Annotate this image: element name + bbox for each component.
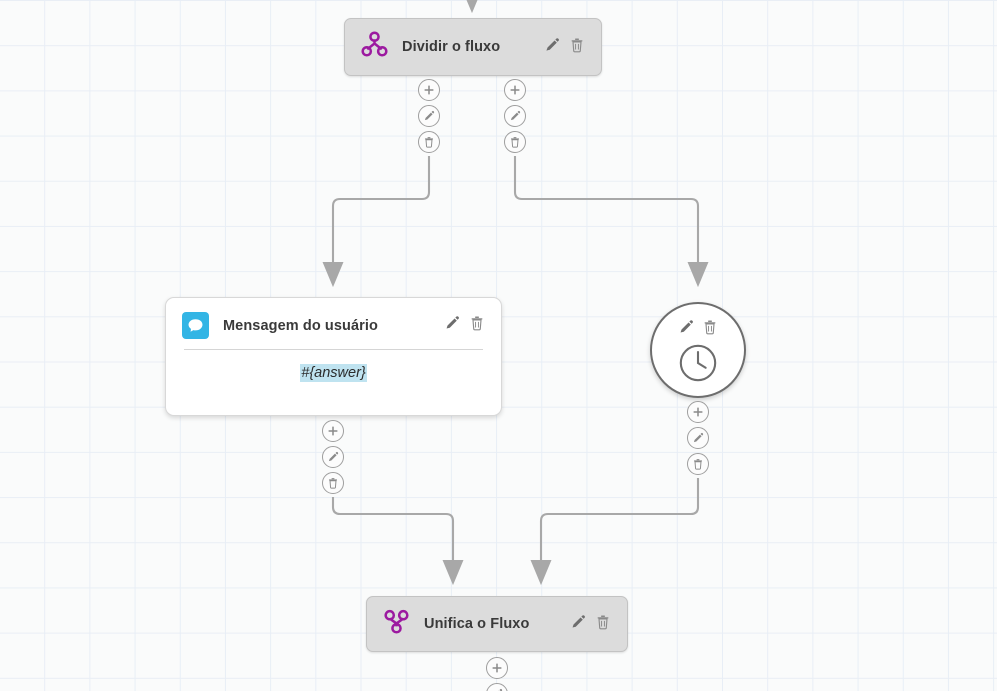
node-title: Dividir o fluxo: [402, 39, 501, 55]
trash-icon[interactable]: [418, 131, 440, 153]
merge-branch-icon: [383, 608, 410, 640]
trash-icon[interactable]: [569, 37, 585, 58]
pencil-icon[interactable]: [444, 315, 460, 336]
edge-split-to-timer: [513, 156, 709, 288]
plus-icon[interactable]: [322, 420, 344, 442]
chat-bubble-icon: [182, 312, 209, 339]
trash-icon[interactable]: [687, 453, 709, 475]
pencil-icon[interactable]: [504, 105, 526, 127]
node-user-message[interactable]: Mensagem do usuário: [165, 297, 502, 416]
pencil-icon[interactable]: [486, 683, 508, 691]
edge-message-to-merge: [331, 497, 464, 586]
node-divider: [184, 349, 483, 350]
node-header: Mensagem do usuário: [166, 298, 501, 349]
plus-icon[interactable]: [504, 79, 526, 101]
pencil-icon[interactable]: [418, 105, 440, 127]
node-merge-flow[interactable]: Unifica o Fluxo: [366, 596, 628, 652]
trash-icon[interactable]: [469, 315, 485, 336]
edge-controls-merge-out[interactable]: [486, 657, 508, 691]
trash-icon[interactable]: [595, 614, 611, 635]
variable-chip[interactable]: #{answer}: [300, 364, 367, 382]
edge-split-to-message: [322, 156, 431, 288]
pencil-icon[interactable]: [544, 37, 560, 58]
plus-icon[interactable]: [418, 79, 440, 101]
edge-controls-timer-out[interactable]: [687, 401, 709, 479]
pencil-icon[interactable]: [678, 319, 694, 340]
trash-icon[interactable]: [702, 319, 718, 340]
node-tools: [678, 319, 718, 340]
node-title: Mensagem do usuário: [223, 317, 378, 334]
plus-icon[interactable]: [687, 401, 709, 423]
edge-controls-message-out[interactable]: [322, 420, 344, 498]
edge-timer-to-merge: [530, 478, 700, 586]
node-split-flow[interactable]: Dividir o fluxo: [344, 18, 602, 76]
node-title: Unifica o Fluxo: [424, 616, 530, 632]
clock-icon: [677, 342, 719, 389]
split-branch-icon: [361, 31, 388, 63]
trash-icon[interactable]: [504, 131, 526, 153]
edge-controls-split-out-right[interactable]: [504, 79, 526, 157]
node-body: #{answer}: [166, 350, 501, 400]
pencil-icon[interactable]: [322, 446, 344, 468]
node-tools: [570, 614, 611, 635]
pencil-icon[interactable]: [570, 614, 586, 635]
pencil-icon[interactable]: [687, 427, 709, 449]
edge-controls-split-out-left[interactable]: [418, 79, 440, 157]
trash-icon[interactable]: [322, 472, 344, 494]
node-delay-timer[interactable]: [650, 302, 746, 398]
plus-icon[interactable]: [486, 657, 508, 679]
node-tools: [544, 37, 585, 58]
node-tools: [444, 315, 485, 336]
